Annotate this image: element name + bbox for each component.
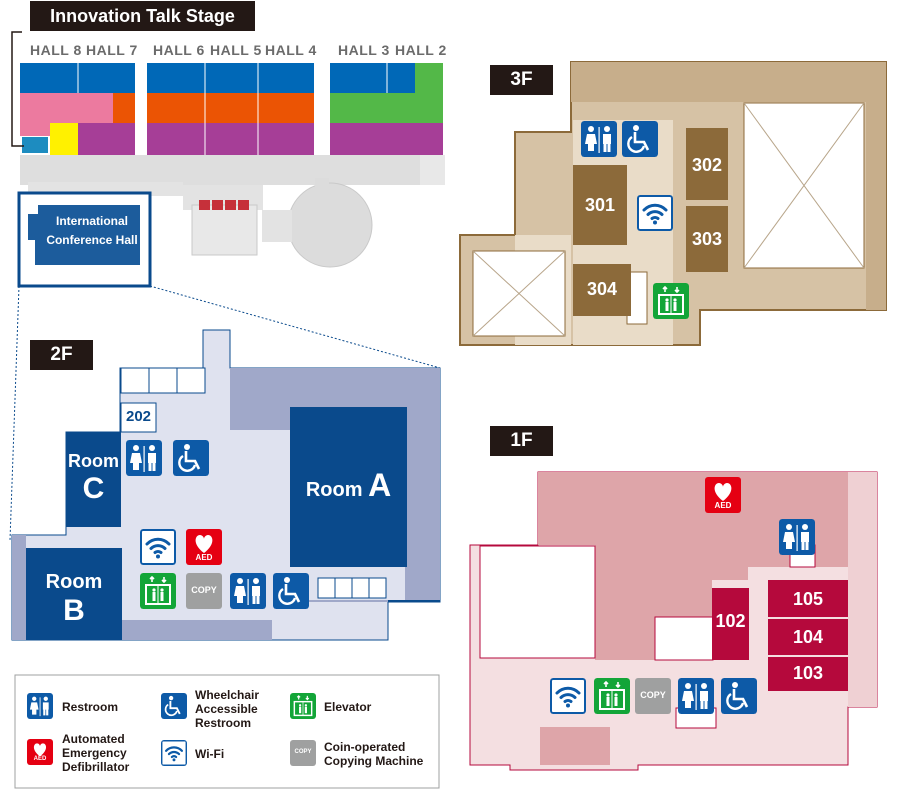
stage-title: Innovation Talk Stage [30,1,255,31]
legend-elevator-label: Elevator [324,700,372,714]
legend-aed-label: Automated Emergency Defibrillator [62,732,130,774]
legend-frame [14,674,440,789]
legend-restroom-icon [27,693,53,719]
hall-label-6: HALL 6 [153,42,205,58]
legend-restroom-label: Restroom [62,700,119,714]
copy-icon-label: COPY [191,585,217,595]
wheelchair-icon [173,440,209,476]
room-105[interactable]: 105 [792,589,824,609]
copy-machine-icon: COPY [186,573,222,609]
conference-hall-label: International Conference Hall [46,214,138,247]
floor-2f [11,329,441,641]
room-a-word: Room [305,479,363,501]
restroom-icon [581,121,617,157]
heart-icon [195,535,213,553]
room-c[interactable]: Room C [66,450,121,506]
hall-label-5: HALL 5 [210,42,262,58]
restroom-icon [230,573,266,609]
room-301[interactable]: 301 [584,195,616,215]
room-102[interactable]: 102 [715,611,746,631]
wheelchair-icon [273,573,309,609]
room-a-letter: A [368,467,392,503]
aed-icon-label: AED [195,553,213,562]
room-c-word: Room [68,451,119,471]
room-b-letter: B [63,594,85,627]
legend-elevator-icon [290,693,316,719]
heart-icon [33,743,47,757]
wheelchair-icon [622,121,658,157]
legend-aed-icon-label: AED [33,756,47,762]
hall-label-8: HALL 8 [30,42,82,58]
elevator-icon [594,678,630,714]
elevator-icon [653,283,689,319]
copy-icon-label: COPY [640,690,666,700]
hall-label-7: HALL 7 [86,42,138,58]
wifi-icon [140,529,176,565]
floor-tag-2f: 2F [30,340,93,370]
room-c-letter: C [82,472,105,505]
legend-copy-label: Coin-operated Copying Machine [324,740,424,768]
room-104[interactable]: 104 [792,627,824,647]
hall-label-3: HALL 3 [338,42,390,58]
floor-tag-3f: 3F [490,65,553,95]
restroom-icon [678,678,714,714]
wifi-icon [637,195,673,231]
aed-icon: AED [705,477,741,513]
room-b[interactable]: Room B [26,570,122,628]
wheelchair-icon [721,678,757,714]
room-b-word: Room [45,571,103,593]
room-302[interactable]: 302 [691,155,723,175]
floor-1f [469,471,878,771]
room-303[interactable]: 303 [691,229,723,249]
legend-wifi-label: Wi-Fi [195,747,225,761]
room-103[interactable]: 103 [792,663,824,683]
heart-icon [714,483,732,501]
wifi-icon [550,678,586,714]
aed-icon: AED [186,529,222,565]
restroom-icon [779,519,815,555]
legend-wheelchair-label: Wheelchair Accessible Restroom [195,688,260,730]
hall-label-4: HALL 4 [265,42,317,58]
hall-label-2: HALL 2 [395,42,447,58]
room-202[interactable]: 202 [125,408,152,425]
legend-wifi-icon [161,740,187,766]
restroom-icon [126,440,162,476]
floor-3f [459,61,887,346]
legend-copy-icon-label: COPY [294,749,312,755]
aed-icon-label: AED [714,501,732,510]
overview-map [9,31,445,541]
copy-machine-icon: COPY [635,678,671,714]
room-304[interactable]: 304 [586,279,618,299]
legend-copy-icon: COPY [290,740,316,766]
room-a[interactable]: Room A [290,468,407,507]
floor-tag-1f: 1F [490,426,553,456]
elevator-icon [140,573,176,609]
legend-wheelchair-icon [161,693,187,719]
legend-aed-icon: AED [27,739,53,765]
